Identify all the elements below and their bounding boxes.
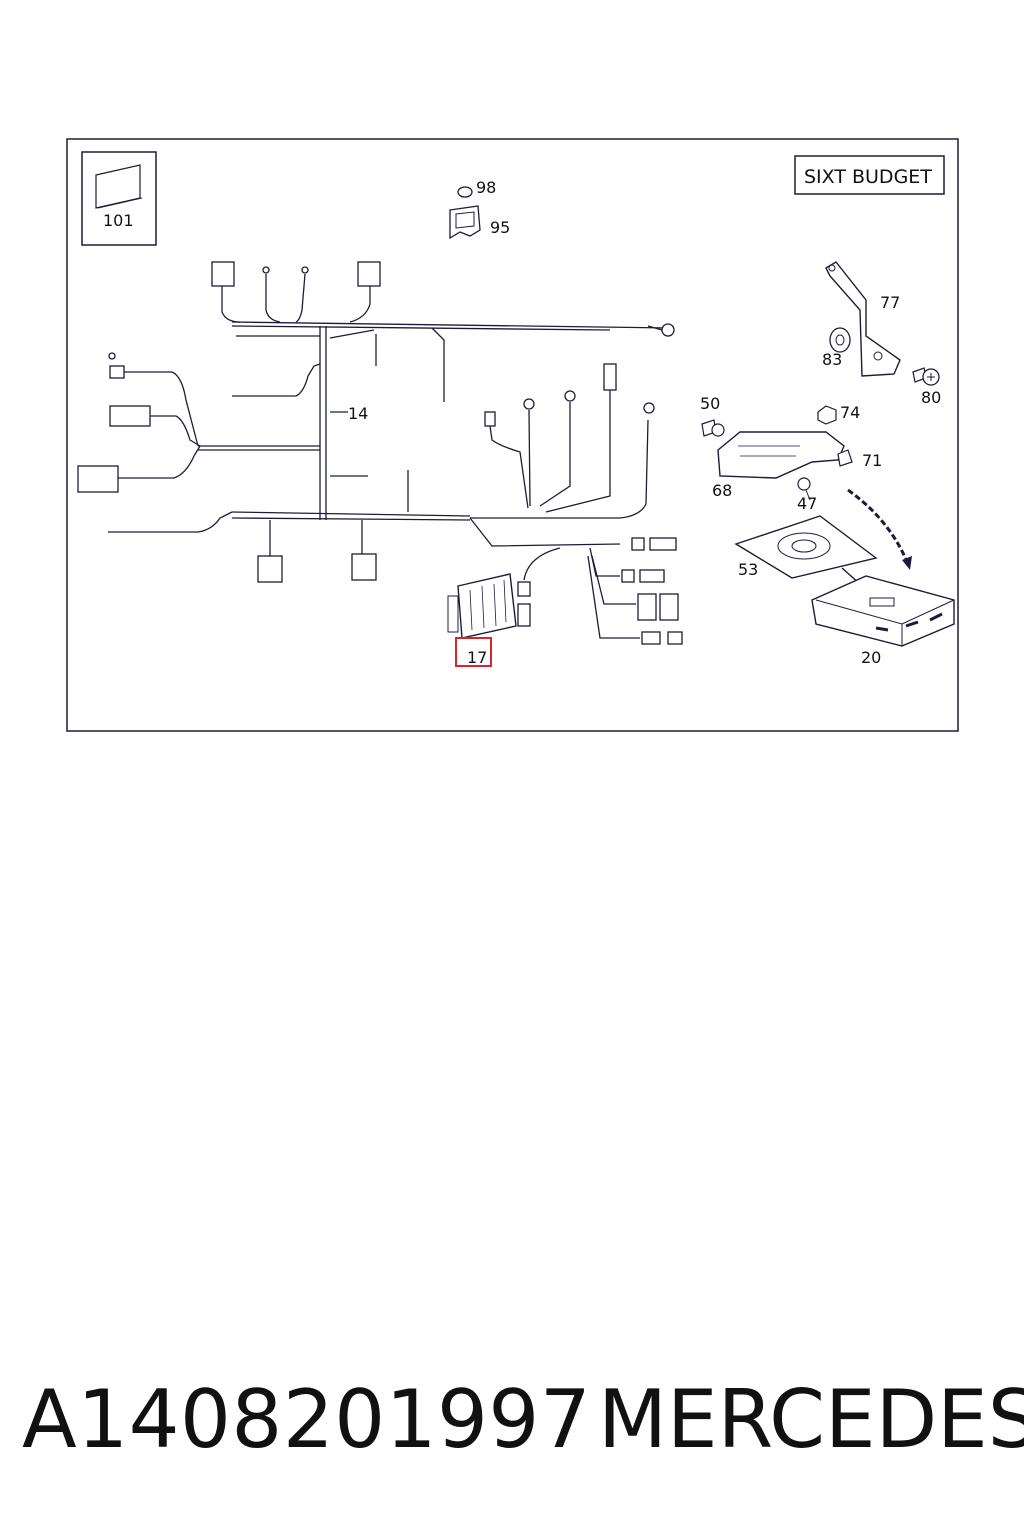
badge-label: SIXT BUDGET: [804, 166, 932, 188]
callout-101: 101: [103, 211, 134, 230]
callout-50: 50: [700, 394, 720, 413]
part-47-screw[interactable]: 47: [797, 477, 817, 513]
callout-17: 17: [467, 648, 487, 667]
callout-95: 95: [490, 218, 510, 237]
callout-83: 83: [822, 350, 842, 369]
callout-80: 80: [921, 388, 941, 407]
sixt-budget-badge: SIXT BUDGET: [794, 155, 945, 195]
parts-diagram: 101 SIXT BUDGET 98 95 77 83 80: [66, 138, 959, 732]
part-17-control-module[interactable]: 17: [447, 573, 517, 667]
part-71-clip[interactable]: 71: [837, 449, 882, 470]
highlight-box: [455, 637, 492, 667]
part-95-clip[interactable]: 98 95: [449, 178, 510, 240]
part-83-nut[interactable]: 83: [822, 327, 851, 369]
footer: A1408201997 MERCEDES: [0, 1370, 1024, 1480]
part-20-radio-unit[interactable]: 20: [811, 575, 955, 667]
part-number: A1408201997: [22, 1373, 592, 1466]
part-53-card[interactable]: 53: [734, 515, 878, 579]
callout-68: 68: [712, 481, 732, 500]
part-77-bracket[interactable]: 77: [825, 261, 901, 377]
callout-47: 47: [797, 494, 817, 513]
part-50-bolt[interactable]: 50: [700, 394, 725, 437]
callout-71: 71: [862, 451, 882, 470]
part-14-wiring-harness[interactable]: [77, 261, 683, 645]
diagram-frame: [66, 138, 959, 732]
callout-20: 20: [861, 648, 881, 667]
part-80-screw[interactable]: 80: [912, 367, 941, 407]
callout-53: 53: [738, 560, 758, 579]
callout-74: 74: [840, 403, 860, 422]
callout-77: 77: [880, 293, 900, 312]
part-101-manual[interactable]: 101: [81, 151, 157, 246]
callout-98: 98: [476, 178, 496, 197]
callout-14: 14: [348, 404, 368, 423]
part-74-nut[interactable]: 74: [817, 403, 860, 425]
part-68-mounting-plate[interactable]: 68: [712, 431, 845, 500]
brand-name: MERCEDES: [598, 1373, 1024, 1466]
